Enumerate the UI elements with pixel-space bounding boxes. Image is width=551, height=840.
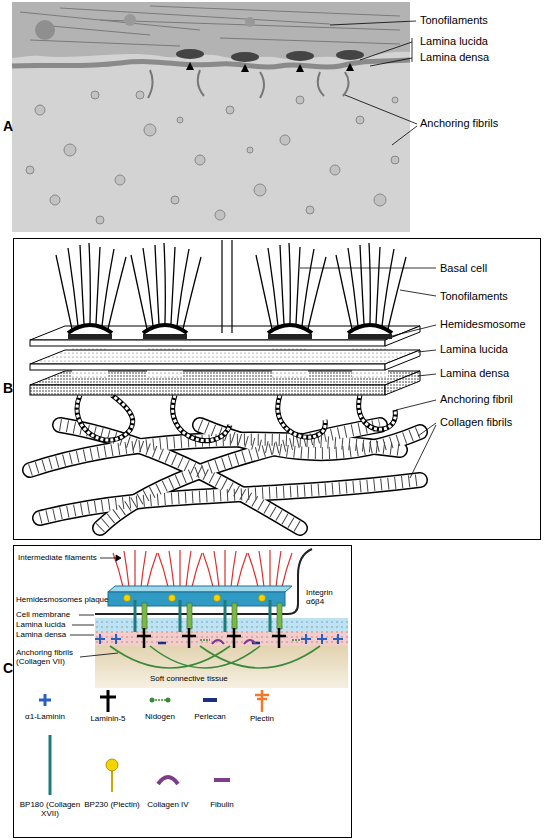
part-label: Basal cell [440, 262, 487, 275]
part-label: Lamina lucida [16, 620, 65, 629]
part-label: Anchoring fibrils (Collagen VII) [16, 648, 80, 666]
molecular-diagram [14, 546, 352, 838]
legend-label: Fibulin [202, 800, 242, 809]
part-label: Lamina densa [420, 51, 489, 64]
part-label: Hemidesmosomes plaque [16, 595, 109, 604]
legend-label: α1-Laminin [17, 712, 73, 721]
part-label: Collagen fibrils [440, 416, 512, 429]
legend-symbols [39, 690, 269, 795]
part-label: Lamina densa [16, 630, 66, 639]
micrograph [12, 2, 417, 232]
panel-letter: A [3, 118, 13, 134]
part-label: Lamina densa [440, 367, 509, 380]
part-label: Hemidesmosome [440, 318, 526, 331]
legend-label: Plectin [240, 714, 284, 723]
legend-label: Collagen IV [142, 800, 194, 809]
part-label: Tonofilaments [440, 290, 508, 303]
panel-letter: C [3, 660, 13, 676]
legend-label: Laminin-5 [84, 714, 132, 723]
part-label: Tonofilaments [420, 14, 488, 27]
part-label: Soft connective tissue [150, 674, 228, 683]
part-label: Anchoring fibrils [420, 117, 498, 130]
panel-letter: B [3, 380, 13, 396]
part-label: Intermediate filaments [18, 553, 97, 562]
part-label: Lamina lucida [440, 343, 508, 356]
legend-label: Nidogen [138, 712, 182, 721]
part-label: Cell membrane [16, 610, 70, 619]
schematic-drawing [14, 239, 541, 540]
part-label: Anchoring fibril [440, 393, 513, 406]
part-label: Lamina lucida [420, 35, 488, 48]
part-label: Integrin α6β4 [306, 588, 348, 606]
legend-label: Perlecan [188, 712, 232, 721]
legend-label: BP230 (Plectin) [84, 800, 140, 809]
legend-label: BP180 (Collagen XVII) [17, 800, 83, 818]
